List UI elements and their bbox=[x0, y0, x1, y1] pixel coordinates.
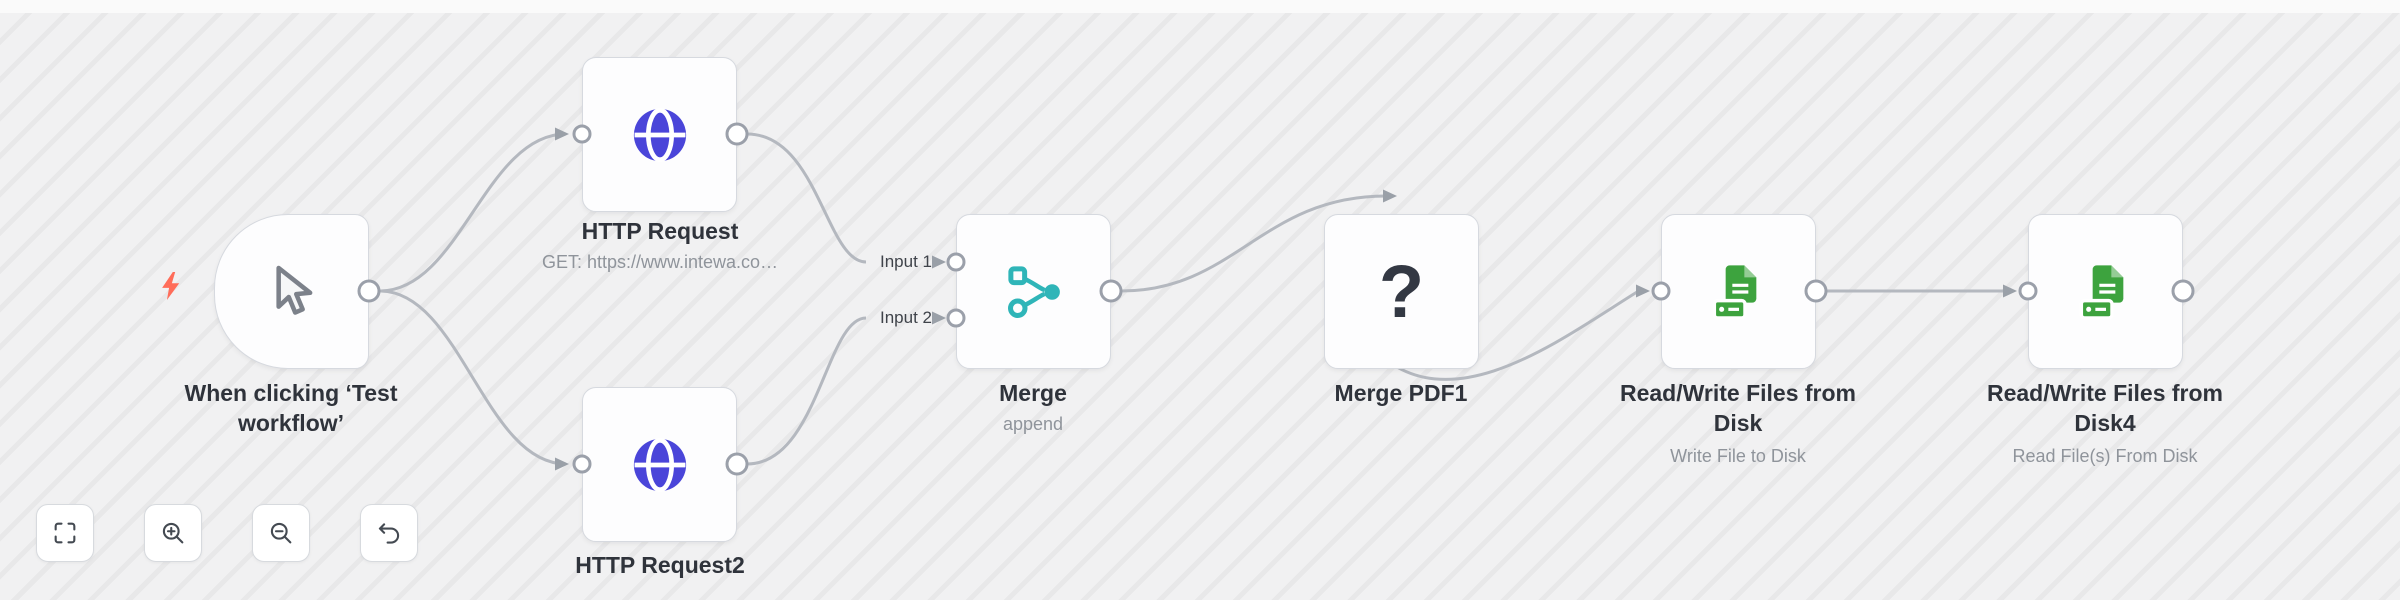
zoom-to-fit-button[interactable] bbox=[36, 504, 94, 562]
connection-merge-to-mergepdf1[interactable] bbox=[1120, 194, 1387, 293]
top-strip bbox=[0, 0, 2400, 13]
output-port-rw-disk4[interactable] bbox=[2171, 279, 2195, 303]
node-subtitle-merge: append bbox=[1002, 414, 1064, 434]
output-port-merge[interactable] bbox=[1099, 279, 1123, 303]
node-label-merge-pdf1: Merge PDF1 bbox=[1334, 380, 1468, 406]
node-merge-pdf1[interactable]: ? bbox=[1324, 214, 1479, 369]
node-http-request2[interactable] bbox=[582, 387, 737, 542]
merge-icon bbox=[1007, 265, 1060, 318]
connection-arrowheads bbox=[555, 127, 2017, 471]
connection-mergepdf1-to-rwdisk[interactable] bbox=[1379, 290, 1638, 381]
input-port-rw-disk4[interactable] bbox=[2018, 281, 2038, 301]
file-disk-icon bbox=[1712, 264, 1756, 320]
globe-icon bbox=[633, 437, 686, 492]
output-port-manual-trigger[interactable] bbox=[357, 279, 381, 303]
merge-input2-label: Input 2 bbox=[880, 308, 932, 327]
node-label-merge: Merge bbox=[999, 380, 1067, 406]
input-port-http-request[interactable] bbox=[572, 124, 592, 144]
unknown-node-icon: ? bbox=[1378, 249, 1425, 333]
node-http-request[interactable] bbox=[582, 57, 737, 212]
globe-icon bbox=[633, 107, 686, 162]
undo-icon bbox=[378, 523, 400, 544]
node-label-manual-trigger: When clicking ‘Test workflow’ bbox=[184, 380, 398, 436]
connection-trigger-to-http1[interactable] bbox=[379, 132, 567, 293]
connection-http1-to-merge-input1[interactable] bbox=[746, 132, 867, 264]
input-port-merge-1[interactable] bbox=[946, 252, 966, 272]
node-label-rw-disk4: Read/Write Files from Disk4 bbox=[1986, 380, 2224, 436]
node-label-http-request2: HTTP Request2 bbox=[575, 552, 745, 578]
input-port-merge-2[interactable] bbox=[946, 308, 966, 328]
file-disk-icon bbox=[2079, 264, 2123, 320]
node-label-rw-disk: Read/Write Files from Disk bbox=[1619, 380, 1857, 436]
node-subtitle-rw-disk: Write File to Disk bbox=[1670, 446, 1806, 466]
cursor-icon bbox=[275, 265, 312, 315]
node-merge[interactable] bbox=[956, 214, 1111, 369]
output-port-rw-disk[interactable] bbox=[1804, 279, 1828, 303]
node-subtitle-http-request: GET: https://www.intewa.co… bbox=[541, 252, 779, 272]
output-port-http-request[interactable] bbox=[725, 122, 749, 146]
connection-http2-to-merge-input2[interactable] bbox=[746, 316, 867, 466]
lightning-bolt-icon bbox=[162, 272, 180, 300]
zoom-out-button[interactable] bbox=[252, 504, 310, 562]
input-port-http-request2[interactable] bbox=[572, 454, 592, 474]
fit-view-icon bbox=[54, 522, 76, 544]
node-subtitle-rw-disk4: Read File(s) From Disk bbox=[2012, 446, 2198, 466]
merge-input1-label: Input 1 bbox=[880, 252, 932, 271]
undo-button[interactable] bbox=[360, 504, 418, 562]
node-label-http-request: HTTP Request bbox=[581, 218, 739, 244]
output-port-http-request2[interactable] bbox=[725, 452, 749, 476]
node-manual-trigger[interactable] bbox=[214, 214, 369, 369]
connection-trigger-to-http2[interactable] bbox=[379, 289, 567, 466]
input-port-rw-disk[interactable] bbox=[1651, 281, 1671, 301]
zoom-in-button[interactable] bbox=[144, 504, 202, 562]
node-read-write-files-from-disk4[interactable] bbox=[2028, 214, 2183, 369]
zoom-in-icon bbox=[162, 522, 184, 544]
canvas-controls bbox=[36, 504, 418, 562]
zoom-out-icon bbox=[270, 522, 292, 544]
node-read-write-files-from-disk[interactable] bbox=[1661, 214, 1816, 369]
